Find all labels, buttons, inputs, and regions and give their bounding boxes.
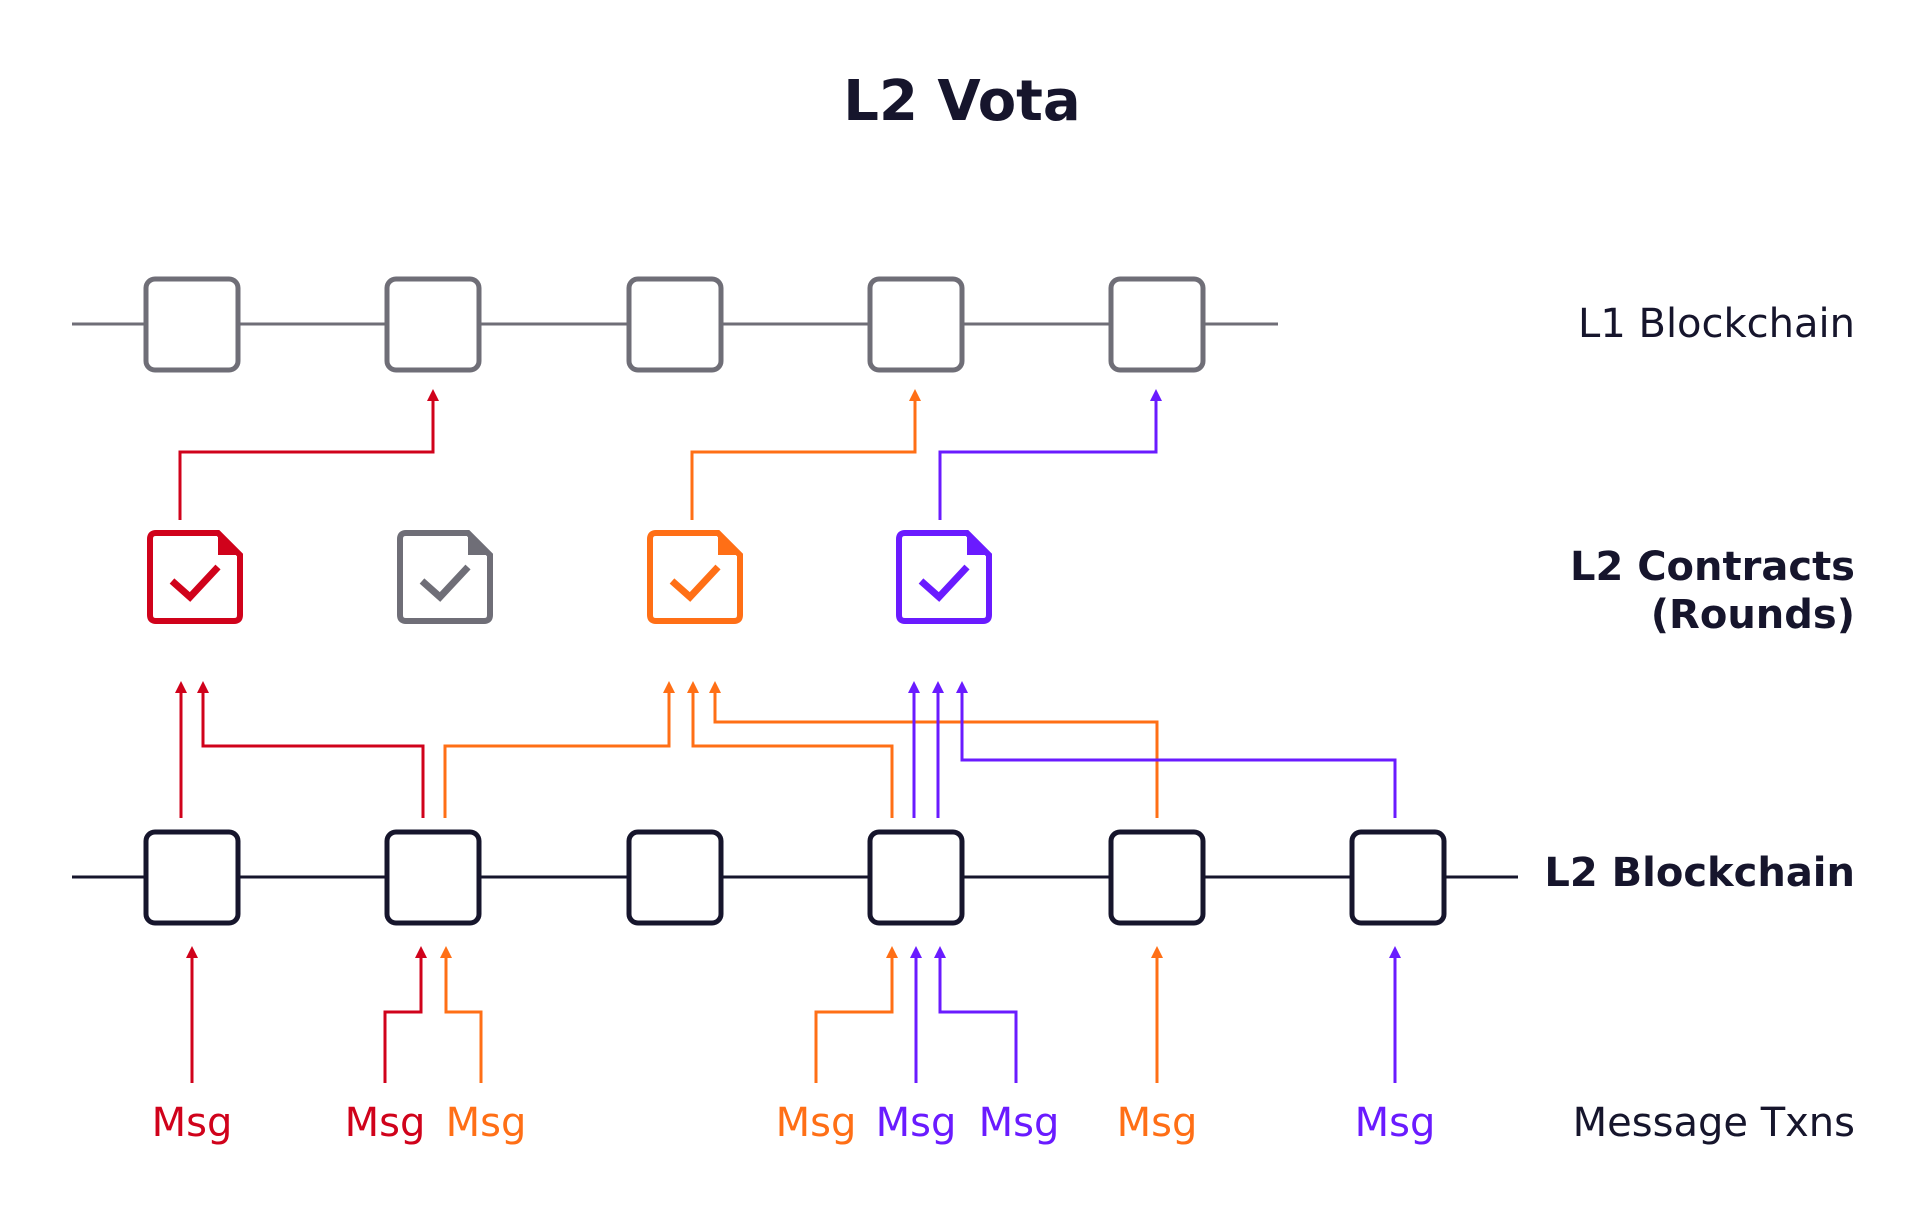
- msg-label: Msg: [876, 1100, 957, 1146]
- msg-label: Msg: [1355, 1100, 1436, 1146]
- link-orange-contract-to-l1: [690, 389, 921, 520]
- message-to-l2-links: [186, 946, 1401, 1083]
- link-red-b2: [197, 681, 425, 818]
- link-orange-b4: [687, 681, 894, 818]
- msg-label: Msg: [152, 1100, 233, 1146]
- l1-block: [626, 276, 724, 373]
- link-purple-b6: [956, 681, 1397, 818]
- link-orange-b2: [443, 681, 675, 818]
- l1-block: [143, 276, 241, 373]
- msg-label: Msg: [776, 1100, 857, 1146]
- l1-blockchain: [72, 276, 1278, 373]
- l2-to-contract-links: [175, 681, 1397, 818]
- l2-block: [384, 829, 482, 926]
- l2-contracts-label: L2 Contracts: [1570, 544, 1855, 590]
- link-red-contract-to-l1: [178, 389, 439, 520]
- l1-blockchain-label: L1 Blockchain: [1578, 301, 1855, 347]
- l2-blockchain-label: L2 Blockchain: [1544, 850, 1855, 896]
- document-check-icon: [397, 530, 493, 624]
- link-orange-b5: [709, 681, 1159, 818]
- message-txns: Msg Msg Msg Msg Msg Msg Msg Msg: [152, 1100, 1436, 1146]
- link-msg4: [814, 946, 898, 1083]
- diagram-title: L2 Vota: [843, 69, 1080, 134]
- msg-label: Msg: [1117, 1100, 1198, 1146]
- document-check-icon: [896, 530, 992, 624]
- l2-blockchain: [72, 829, 1518, 926]
- msg-label: Msg: [979, 1100, 1060, 1146]
- l2-block: [1349, 829, 1447, 926]
- l1-block: [867, 276, 965, 373]
- l2-block: [626, 829, 724, 926]
- l1-block: [1108, 276, 1206, 373]
- document-check-icon: [147, 530, 243, 624]
- l2-contracts: [147, 530, 992, 624]
- message-txns-label: Message Txns: [1573, 1100, 1855, 1146]
- link-msg6: [934, 946, 1018, 1083]
- msg-label: Msg: [446, 1100, 527, 1146]
- l2-contracts-rounds-label: (Rounds): [1651, 592, 1855, 638]
- l1-block: [384, 276, 482, 373]
- document-check-icon: [647, 530, 743, 624]
- l2-block: [143, 829, 241, 926]
- link-purple-contract-to-l1: [938, 389, 1162, 520]
- link-msg2: [383, 946, 427, 1083]
- link-msg3: [440, 946, 483, 1083]
- msg-label: Msg: [345, 1100, 426, 1146]
- l2-block: [867, 829, 965, 926]
- l2-block: [1108, 829, 1206, 926]
- contract-to-l1-links: [178, 389, 1162, 520]
